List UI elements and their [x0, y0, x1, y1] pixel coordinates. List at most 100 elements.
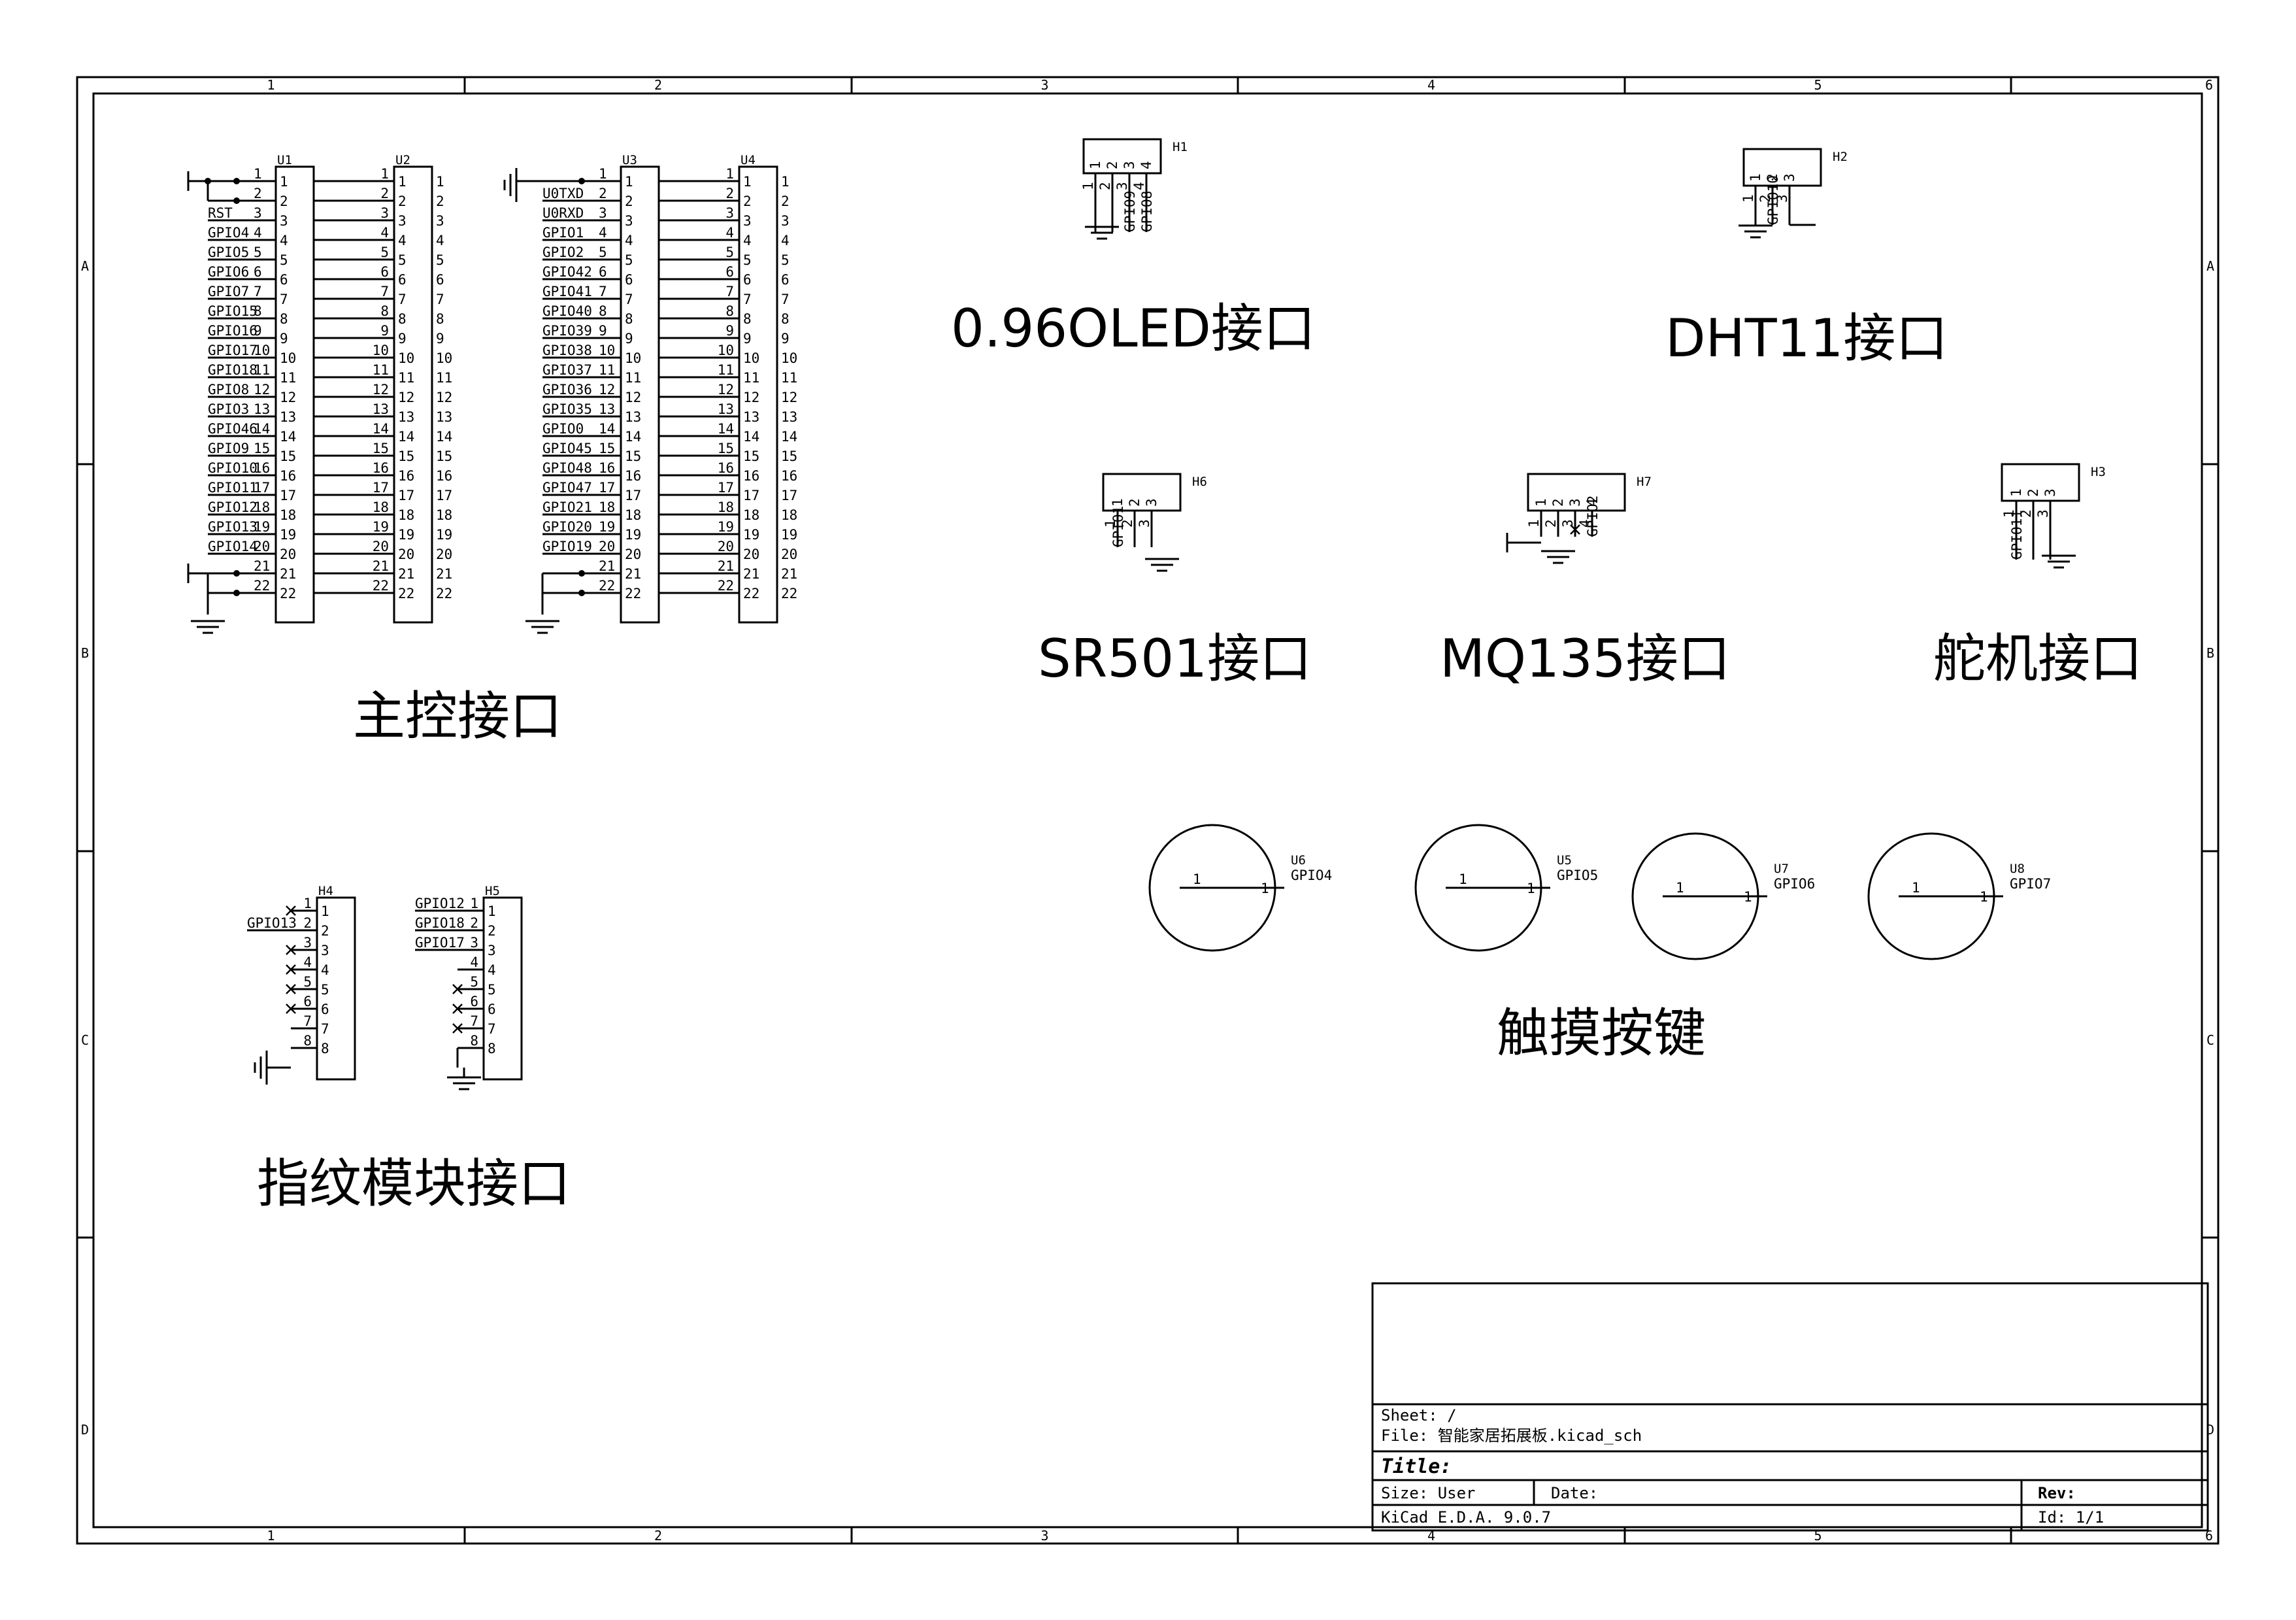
pin-number-stub: 14: [599, 421, 615, 437]
row-label-left: C: [81, 1032, 89, 1048]
row-label-left: D: [81, 1422, 89, 1438]
pin-number-inside: 5: [398, 252, 407, 268]
pin-number-outside: 20: [718, 539, 734, 554]
pin-number-inside: 4: [321, 962, 329, 978]
pin-number-inside: 4: [625, 233, 633, 248]
no-connect-stroke: [452, 1004, 463, 1014]
pin-number-inside: 12: [625, 390, 641, 405]
pin-number-outside: 16: [718, 460, 734, 476]
label-servo-interface: 舵机接口: [1933, 628, 2142, 689]
net-label: RST: [208, 205, 233, 221]
net-label: GPIO13: [208, 519, 258, 535]
pin-number-inside: 8: [743, 311, 752, 327]
ground-symbol: [2042, 554, 2076, 569]
pin-number-outside: 19: [436, 527, 452, 543]
column-label-top: 4: [1427, 77, 1435, 93]
pin-number-inside: 8: [321, 1041, 329, 1056]
pin-number-outside: 1: [303, 896, 312, 911]
reference-designator: U5: [1557, 853, 1572, 868]
pin-number-inside: 4: [1584, 498, 1600, 507]
pin-number: 1: [1744, 889, 1752, 905]
pin-number-outside: 12: [436, 390, 452, 405]
drawing-frame: [76, 76, 2220, 1545]
net-label: GPIO7: [2010, 876, 2051, 892]
header-body: [275, 165, 315, 624]
pin-number-inside: 2: [743, 194, 752, 209]
pin-number-outside: 17: [373, 480, 389, 496]
net-label: GPIO36: [542, 382, 592, 397]
pin-number-inside: 12: [398, 390, 414, 405]
column-label-top: 2: [654, 77, 662, 93]
pin-number-inside: 7: [625, 292, 633, 307]
pin-number-inside: 3: [398, 213, 407, 229]
no-connect-mark: [1570, 524, 1580, 535]
pin-number-inside: 6: [743, 272, 752, 288]
net-label: GPIO10: [1765, 175, 1781, 225]
pin-number-outside: 17: [436, 488, 452, 503]
pin-number-stub: 17: [599, 480, 615, 496]
pin-number-outside: 1: [1526, 519, 1542, 528]
pin-number-stub: 21: [254, 558, 270, 574]
label-dht11-interface: DHT11接口: [1665, 308, 1948, 369]
net-label: GPIO13: [247, 915, 297, 931]
pin-number-outside: 21: [718, 558, 734, 574]
pin-number-inside: 14: [398, 429, 414, 445]
pin-number-inside: 12: [743, 390, 759, 405]
title-block-size: Size: User: [1381, 1484, 1476, 1502]
pin-number-inside: 17: [743, 488, 759, 503]
pin-number-outside: 2: [380, 186, 389, 201]
pin-number-outside: 14: [373, 421, 389, 437]
pin-number-outside: 8: [725, 303, 734, 319]
no-connect-stroke: [286, 964, 296, 975]
ground-symbol: [1085, 226, 1119, 240]
pin-number-inside: 8: [488, 1041, 496, 1056]
pin-number-stub: 9: [599, 323, 607, 339]
pin-number-outside: 7: [725, 284, 734, 299]
pin-number-outside: 9: [380, 323, 389, 339]
reference-designator: U8: [2010, 862, 2025, 876]
pin-number-stub: 10: [599, 343, 615, 358]
outer-border: [76, 76, 2220, 1545]
pin-number-stub: 12: [254, 382, 270, 397]
net-label: GPIO2: [1585, 496, 1601, 537]
pin-number: 1: [1676, 880, 1684, 896]
net-label: U0RXD: [542, 205, 584, 221]
pin-number-stub: 14: [254, 421, 270, 437]
pin-number-outside: 1: [725, 166, 734, 182]
reference-designator: U2: [395, 153, 410, 167]
pin-number-inside: 19: [280, 527, 296, 543]
pin-number-outside: 6: [781, 272, 790, 288]
pin-number-inside: 10: [743, 350, 759, 366]
pin-number-stub: 1: [254, 166, 262, 182]
pin-number-inside: 7: [743, 292, 752, 307]
pin-number-outside: 2: [1097, 182, 1113, 190]
pin-number-inside: 4: [398, 233, 407, 248]
net-label: GPIO6: [1774, 876, 1815, 892]
pin-number-outside: 4: [436, 233, 444, 248]
pin-number-stub: 22: [254, 578, 270, 594]
pin-number-outside: 16: [436, 468, 452, 484]
net-label: GPIO45: [542, 441, 592, 456]
pin-number-outside: 4: [725, 225, 734, 241]
net-label: GPIO5: [1557, 868, 1598, 883]
pin-number-stub: 2: [254, 186, 262, 201]
net-label: GPIO19: [542, 539, 592, 554]
pin-number-inside: 11: [398, 370, 414, 386]
net-label: GPIO7: [208, 284, 249, 299]
pin-number-outside: 8: [436, 311, 444, 327]
pin-number-outside: 3: [1137, 519, 1152, 528]
net-label: GPIO1: [542, 225, 584, 241]
pin-number-outside: 4: [470, 954, 478, 970]
pin-number-outside: 12: [781, 390, 797, 405]
connector-body: [1082, 138, 1162, 175]
pin-number-outside: 14: [436, 429, 452, 445]
pin-number-inside: 4: [1139, 161, 1154, 169]
pin-number-inside: 10: [398, 350, 414, 366]
pin-number-outside: 17: [718, 480, 734, 496]
pin-number-inside: 5: [321, 982, 329, 998]
pin-number-outside: 2: [1757, 194, 1773, 203]
pin-number-outside: 6: [725, 264, 734, 280]
title-block: [1371, 1282, 2209, 1532]
